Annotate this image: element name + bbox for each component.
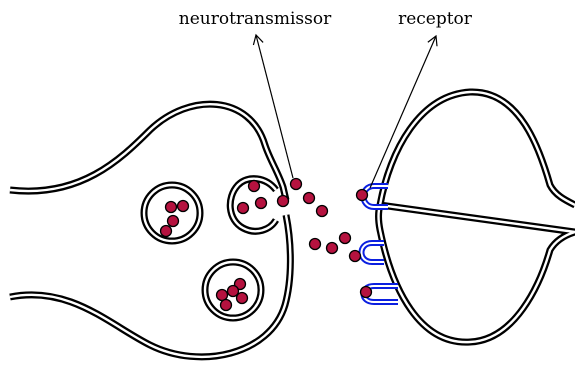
neurotransmitter-molecule [327, 243, 338, 254]
neurotransmitter-molecule [361, 287, 372, 298]
neurotransmitter-molecule [310, 239, 321, 250]
neurotransmitter-molecule [168, 216, 179, 227]
neurotransmitter-molecule [221, 300, 232, 311]
neurotransmitter-molecule [166, 202, 177, 213]
neurotransmitter-pointer-arrow [256, 35, 293, 178]
neurotransmitter-molecule [249, 181, 260, 192]
receptor-label: receptor [398, 9, 473, 29]
neurotransmitter-molecule [256, 198, 267, 209]
neurotransmitter-molecule [304, 193, 315, 204]
neurotransmitter-molecule [350, 251, 361, 262]
postsynaptic-cell [379, 92, 575, 342]
neurotransmitter-molecule [278, 196, 289, 207]
neurotransmitter-molecule [317, 206, 328, 217]
neurotransmitter-molecule [357, 190, 368, 201]
neurotransmitter-molecule [217, 290, 228, 301]
neurotransmitter-molecule [161, 226, 172, 237]
neurotransmitter-molecule [291, 179, 302, 190]
neurotransmitter-label: neurotransmissor [179, 9, 332, 29]
neurotransmitter-molecule [340, 233, 351, 244]
neurotransmitter-molecule [178, 201, 189, 212]
neurotransmitter-molecule [238, 203, 249, 214]
neurotransmitter-molecule [237, 293, 248, 304]
receptor [362, 243, 385, 262]
